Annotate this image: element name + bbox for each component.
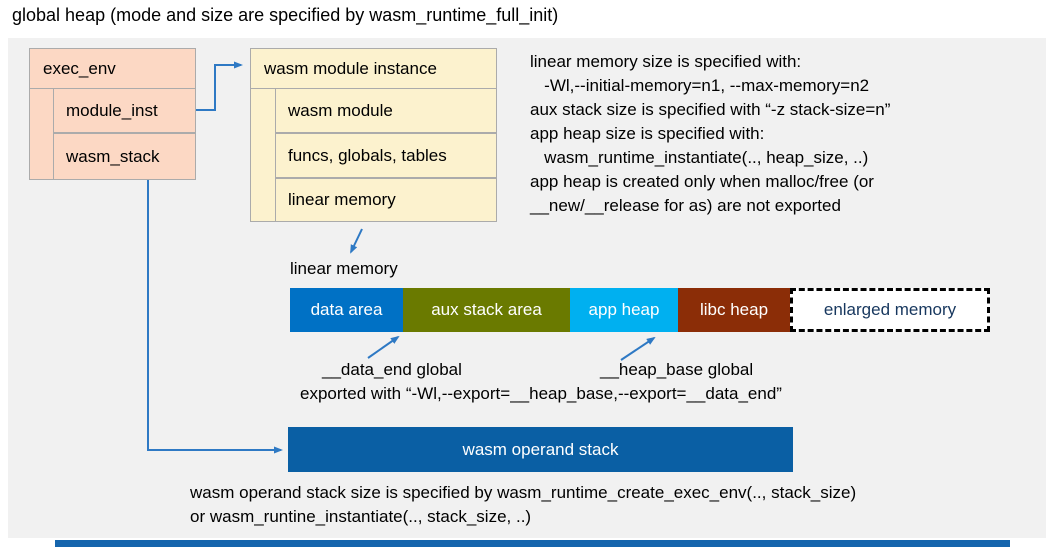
linear-memory-label: linear memory xyxy=(290,259,398,278)
exec-env-header: exec_env xyxy=(30,49,195,89)
note-line: -Wl,--initial-memory=n1, --max-memory=n2 xyxy=(530,76,870,95)
note-line: app heap size is specified with: xyxy=(530,124,765,143)
wasm-operand-stack-bar: wasm operand stack xyxy=(288,427,793,472)
note-line: linear memory size is specified with: xyxy=(530,52,802,71)
module-instance-header: wasm module instance xyxy=(251,49,496,89)
global-heap-bar xyxy=(55,540,1010,547)
memory-segment-data-area: data area xyxy=(290,288,403,332)
data-end-global-label: __data_end global xyxy=(322,360,462,379)
memory-segment-app-heap: app heap xyxy=(570,288,678,332)
exported-with-label: exported with “-Wl,--export=__heap_base,… xyxy=(300,384,782,403)
exec-env-row-wasm-stack: wasm_stack xyxy=(53,133,196,180)
note-line: wasm_runtime_instantiate(.., heap_size, … xyxy=(530,148,869,167)
memory-segment-enlarged-memory: enlarged memory xyxy=(790,288,990,332)
heap-base-global-label: __heap_base global xyxy=(600,360,754,379)
page-title: global heap (mode and size are specified… xyxy=(12,5,559,25)
module-instance-row-linear-memory: linear memory xyxy=(275,178,497,222)
notes-bottom: wasm operand stack size is specified by … xyxy=(190,481,856,529)
note-line: wasm operand stack size is specified by … xyxy=(190,483,857,502)
note-line: or wasm_runtine_instantiate(.., stack_si… xyxy=(190,507,532,526)
notes-top: linear memory size is specified with: -W… xyxy=(530,50,890,218)
memory-segment-aux-stack-area: aux stack area xyxy=(403,288,570,332)
module-instance-row-funcs-globals-tables: funcs, globals, tables xyxy=(275,133,497,178)
note-line: app heap is created only when malloc/fre… xyxy=(530,172,874,191)
memory-segment-libc-heap: libc heap xyxy=(678,288,790,332)
module-instance-row-wasm-module: wasm module xyxy=(275,88,497,133)
note-line: __new/__release for as) are not exported xyxy=(530,196,841,215)
note-line: aux stack size is specified with “-z sta… xyxy=(530,100,891,119)
exec-env-row-module-inst: module_inst xyxy=(53,88,196,133)
